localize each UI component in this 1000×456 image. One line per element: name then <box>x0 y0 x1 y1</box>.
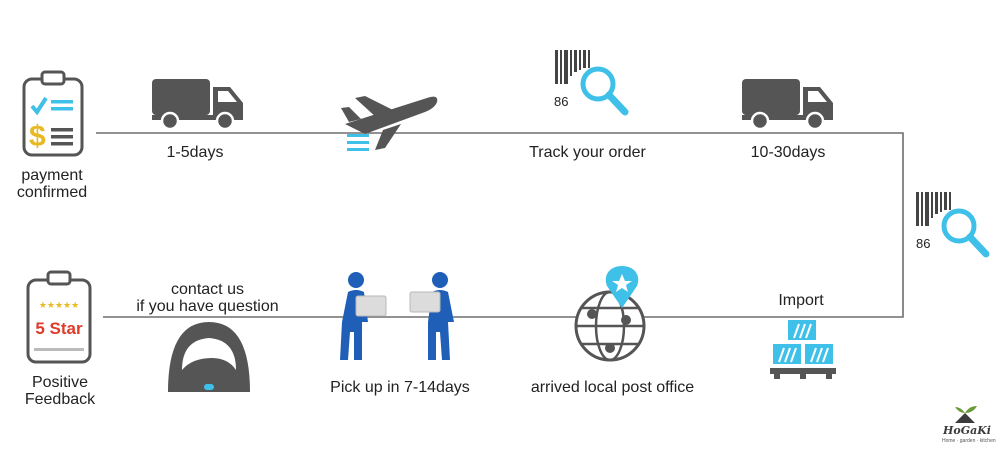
barcode-number: 86 <box>554 94 569 109</box>
track-order-label: Track your order <box>529 144 646 161</box>
headset-support-icon <box>168 322 250 392</box>
ship-10-30days-label: 10-30days <box>750 144 826 161</box>
boxes-icon <box>770 320 836 379</box>
contact-label: contact us if you have question <box>136 281 279 315</box>
delivery-men-icon <box>340 272 454 360</box>
logo-name: HoGaKi <box>943 424 991 437</box>
globe-pin-icon <box>574 266 646 362</box>
logo-tagline: Home · garden · kitchen <box>942 438 996 444</box>
truck-icon <box>152 79 243 131</box>
barcode-search-icon <box>555 50 629 116</box>
clipboard-star-icon: ★★★★★ <box>26 270 92 364</box>
truck-icon <box>742 79 833 131</box>
airplane-icon <box>341 96 438 151</box>
barcode-number: 86 <box>916 236 931 251</box>
feedback-label: Positive Feedback <box>24 374 96 408</box>
svg-text:★★★★★: ★★★★★ <box>39 301 79 311</box>
logo-icon <box>955 406 977 423</box>
payment-label: payment confirmed <box>16 167 88 201</box>
ship-1-5days-label: 1-5days <box>166 144 224 161</box>
import-label: Import <box>778 292 824 309</box>
barcode-search-icon <box>916 192 990 258</box>
rating-badge: 5 Star <box>35 319 83 338</box>
svg-text:$: $ <box>29 120 46 153</box>
pickup-label: Pick up in 7-14days <box>330 379 470 396</box>
clipboard-check-icon: $ <box>22 70 84 157</box>
post-office-label: arrived local post office <box>530 379 695 396</box>
